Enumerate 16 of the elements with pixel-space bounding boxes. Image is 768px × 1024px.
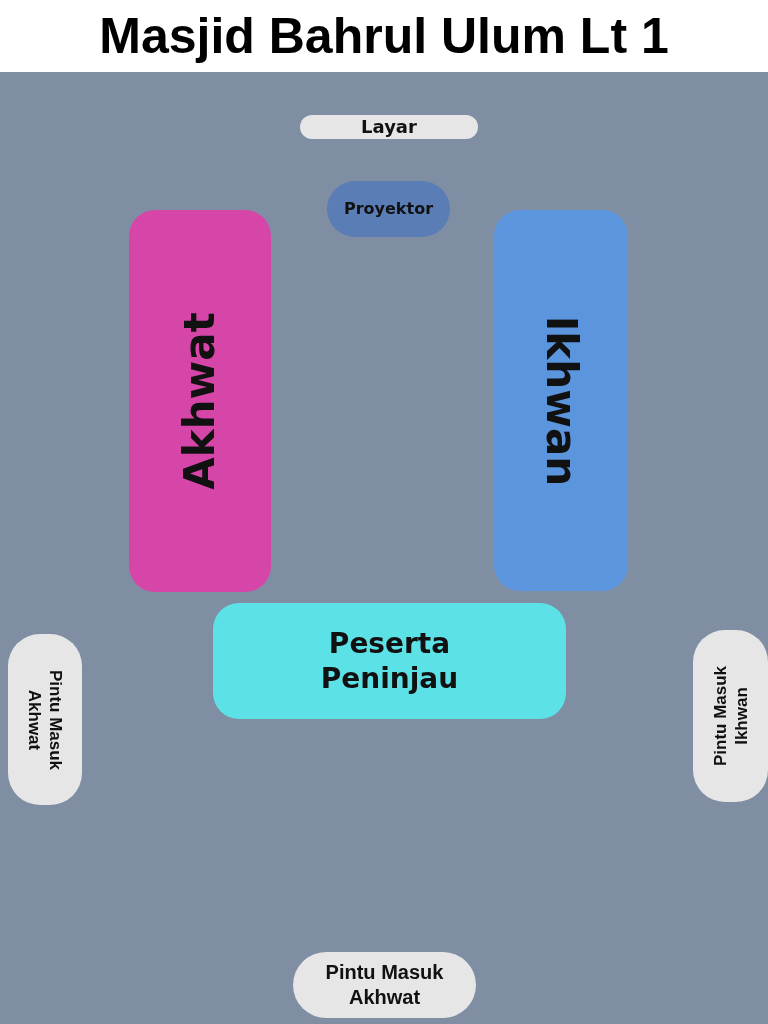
area-label: Peserta Peninjau	[319, 626, 460, 696]
seating-area	[129, 210, 271, 592]
seating-area	[494, 210, 628, 591]
screen-box	[300, 115, 478, 139]
projector-box	[327, 181, 450, 237]
door-box	[8, 634, 82, 805]
area-label: Layar	[360, 115, 418, 139]
seating-area	[213, 603, 566, 719]
area-label: Akhwat	[173, 311, 225, 492]
area-label: Pintu Masuk Akhwat	[324, 960, 445, 1010]
area-label: Proyektor	[342, 199, 435, 219]
area-label: Pintu Masuk Akhwat	[24, 668, 67, 772]
area-label: Pintu Masuk Ikhwan	[709, 664, 752, 769]
area-label: Ikhwan	[536, 314, 588, 488]
door-box	[693, 630, 768, 802]
title: Masjid Bahrul Ulum Lt 1	[98, 7, 670, 66]
